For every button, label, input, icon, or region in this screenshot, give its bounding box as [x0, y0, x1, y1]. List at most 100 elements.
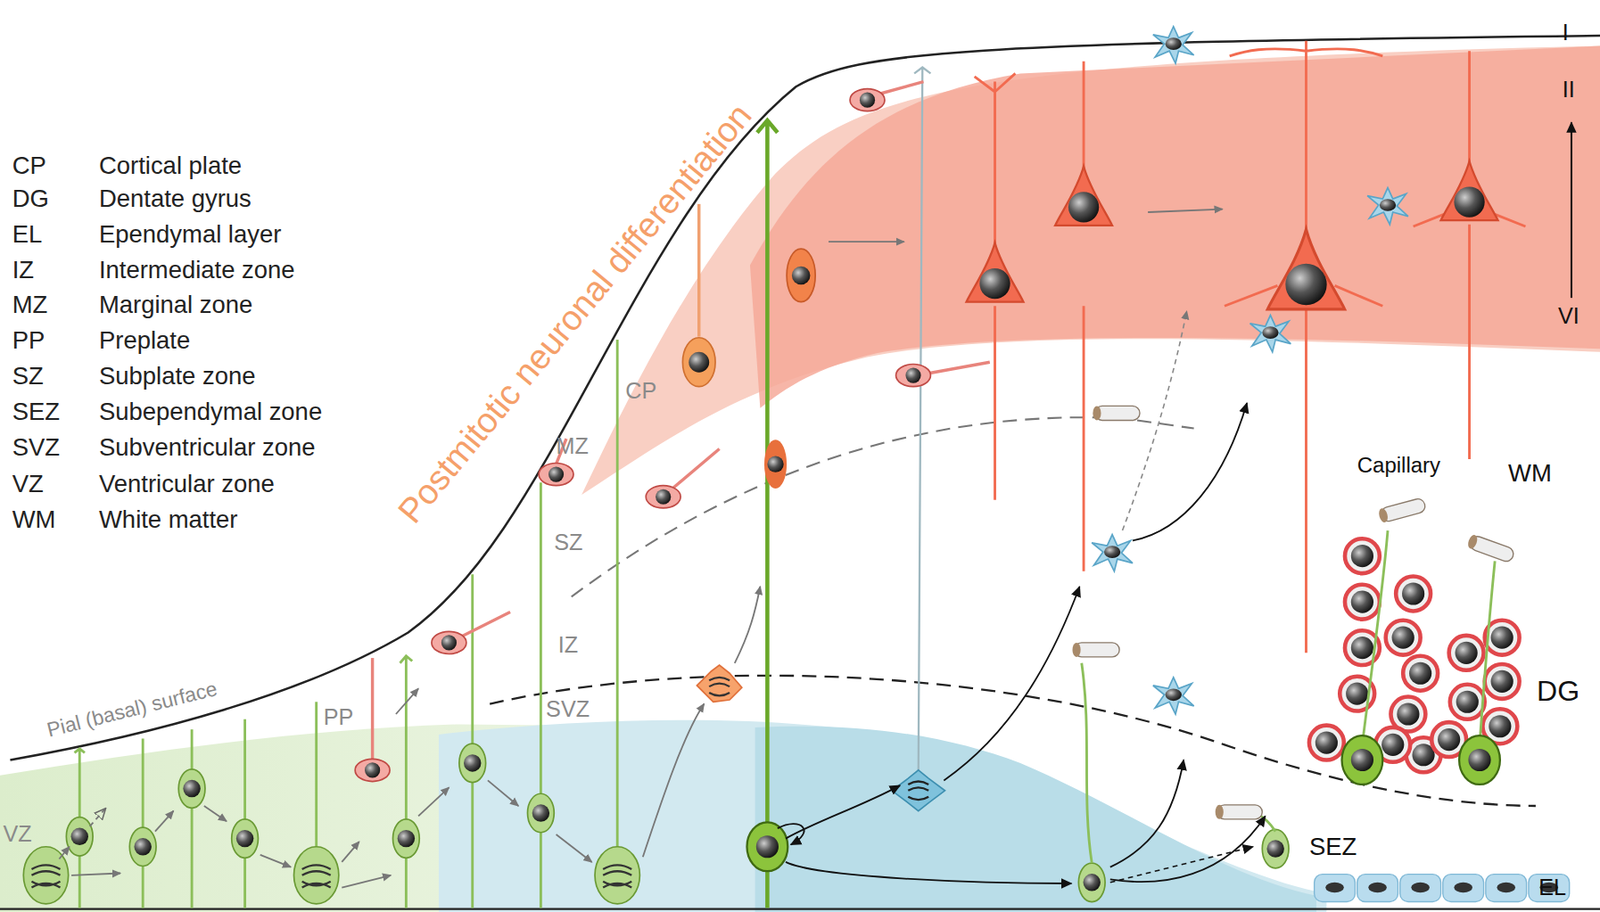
label-holder: Marginal zone [98, 290, 253, 320]
illustration-path [71, 874, 121, 876]
illustration-path [438, 720, 1327, 912]
illustration-use [65, 817, 93, 857]
illustration-line [0, 907, 1600, 910]
illustration-path [1110, 847, 1254, 883]
illustration-path [90, 808, 106, 826]
illustration-g [1361, 530, 1495, 745]
illustration-use [1402, 656, 1438, 692]
illustration-rect [1357, 874, 1399, 903]
illustration-path [418, 787, 449, 817]
illustration-rect [1400, 874, 1442, 903]
illustration-use [1342, 735, 1384, 785]
label-holder: MZ [12, 290, 49, 320]
label-holder: WM [12, 505, 57, 535]
label-holder: EL [12, 220, 43, 249]
label-holder: CP [625, 378, 657, 405]
illustration-use [354, 758, 390, 782]
label-holder: Ependymal layer [98, 220, 281, 249]
illustration-path [1110, 760, 1184, 868]
illustration-path [750, 45, 1600, 408]
illustration-path [1413, 50, 1526, 460]
illustration-path [943, 586, 1080, 781]
illustration-use [1091, 535, 1133, 572]
legend-definition: Subependymal zone [98, 397, 322, 427]
illustration-line [371, 658, 374, 760]
illustration-g [1325, 882, 1559, 893]
illustration-use [1344, 585, 1380, 620]
legend-definition: Subventricular zone [98, 433, 316, 462]
legend-definition: White matter [98, 505, 239, 535]
illustration-path [314, 701, 318, 847]
illustration-path [155, 811, 174, 833]
label-holder: SZ [12, 362, 44, 391]
illustration-path [260, 855, 291, 868]
legend-abbreviation: SVZ [12, 433, 60, 462]
illustration-g [58, 209, 1222, 889]
illustration-use [1441, 161, 1499, 221]
illustration-path [58, 847, 69, 860]
label-holder: EL [1538, 874, 1567, 901]
legend-abbreviation: DG [12, 184, 50, 214]
illustration-ellipse [1325, 882, 1345, 893]
label-holder: SVZ [545, 696, 590, 723]
legend-abbreviation: EL [12, 220, 43, 249]
label-holder: CP [12, 151, 47, 181]
illustration-path [696, 665, 742, 702]
zone-label: IZ [558, 632, 578, 659]
illustration-path [1132, 403, 1247, 541]
label-holder: I [1562, 19, 1569, 46]
legend-abbreviation: MZ [12, 290, 49, 320]
illustration-path [400, 656, 413, 820]
illustration-path [74, 749, 85, 818]
illustration-path [556, 834, 593, 863]
zone-label: WM [1508, 459, 1552, 488]
illustration-use [1450, 684, 1485, 720]
illustration-path [1224, 41, 1383, 654]
label-holder: Subventricular zone [98, 433, 316, 462]
illustration-path [785, 785, 900, 840]
illustration-g [777, 403, 1266, 884]
illustration-use [1261, 829, 1289, 868]
illustration-use [1385, 620, 1421, 656]
illustration-path [1122, 311, 1188, 531]
illustration-path [190, 729, 194, 770]
label-holder: Preplate [98, 326, 190, 355]
illustration-path [243, 719, 247, 820]
illustration-line [459, 612, 511, 639]
illustration-path [734, 586, 761, 664]
label-holder: Dentate gyrus [98, 184, 252, 214]
illustration-circle [688, 352, 710, 373]
illustration-g [1267, 229, 1345, 310]
illustration-use [231, 819, 259, 858]
structure-label: DG [1536, 675, 1580, 709]
illustration-g [974, 41, 1526, 654]
illustration-path [891, 770, 945, 812]
label-holder: WM [1508, 459, 1552, 488]
illustration-rect [1485, 874, 1527, 903]
illustration-path [571, 417, 1195, 597]
label-holder: IZ [12, 255, 34, 285]
illustration-path [709, 677, 730, 697]
illustration-path [341, 841, 359, 863]
legend-abbreviation: VZ [12, 470, 44, 499]
label-holder: SZ [553, 529, 583, 556]
illustration-g [891, 770, 945, 812]
label-holder: PP [12, 326, 46, 355]
label-holder: VZ [2, 821, 32, 848]
label-holder: DG [1536, 675, 1580, 709]
illustration-ellipse [786, 248, 816, 303]
illustration-path [1082, 61, 1086, 572]
illustration-use [896, 364, 932, 388]
illustration-use [431, 631, 467, 654]
illustration-use [1395, 577, 1431, 612]
illustration-ellipse [682, 338, 716, 388]
layer-number: II [1562, 76, 1576, 103]
illustration-path [1570, 122, 1573, 298]
zone-label: MZ [556, 433, 589, 460]
illustration-path [204, 806, 227, 822]
illustration-g [74, 339, 619, 908]
illustration-path [643, 704, 705, 858]
illustration-path [1361, 530, 1388, 745]
illustration-g [1377, 497, 1427, 524]
illustration-use [1267, 229, 1345, 310]
